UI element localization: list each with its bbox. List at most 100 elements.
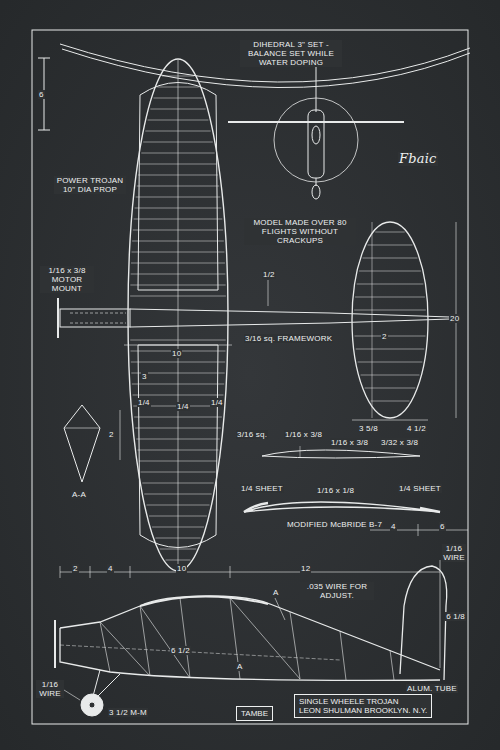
- title-block: SINGLE WHEELE TROJANLEON SHULMAN BROOKLY…: [294, 694, 432, 718]
- rib: [131, 274, 226, 275]
- part-name: 1/4 SHEET: [398, 484, 442, 493]
- leader: [268, 280, 269, 306]
- rib: [160, 549, 197, 550]
- front-motor: [312, 126, 320, 144]
- sheet-te: [420, 508, 440, 512]
- rubber-motor: [60, 645, 340, 660]
- rib: [132, 252, 225, 253]
- rib: [139, 461, 217, 462]
- fuselage-side: [60, 628, 440, 680]
- rib: [145, 131, 211, 132]
- prop-disc: [274, 98, 358, 182]
- airfoil-mcbride: [244, 502, 440, 512]
- dim-tick: [90, 566, 91, 578]
- dimension: 4: [390, 522, 397, 531]
- front-wheel: [312, 185, 320, 199]
- leader: [440, 560, 441, 668]
- dimension: 6 1/2: [170, 646, 191, 655]
- note: POWER TROJAN 10" DIA PROP: [54, 176, 126, 194]
- dim-tick: [130, 566, 131, 578]
- rib: [140, 164, 217, 165]
- rib: [142, 483, 213, 484]
- dim-line: [120, 410, 121, 460]
- dimension: 1/4: [210, 398, 224, 407]
- part-size: 1/16 x 1/8: [316, 486, 355, 495]
- dimension: 3: [141, 372, 148, 381]
- title-tag: TAMBE: [236, 706, 273, 721]
- rib: [153, 98, 202, 99]
- rib: [355, 297, 425, 298]
- dimension: 6: [38, 90, 45, 99]
- rubber-motor: [70, 313, 126, 314]
- rib: [134, 417, 222, 418]
- rib: [166, 560, 191, 561]
- leader: [64, 690, 80, 700]
- rib: [361, 375, 420, 376]
- rib: [141, 153, 214, 154]
- dimension: 3 5/8: [358, 424, 379, 433]
- dimension: 2: [72, 564, 79, 573]
- rib: [356, 349, 425, 350]
- rib: [371, 401, 410, 402]
- dim-tick: [38, 130, 50, 131]
- rib: [136, 197, 221, 198]
- rib: [149, 516, 207, 517]
- rib: [368, 245, 413, 246]
- dim-line: [60, 572, 440, 573]
- dimension: 2: [108, 430, 115, 439]
- note: DIHEDRAL 3" SET - BALANCE SET WHILE WATE…: [240, 40, 342, 67]
- rib: [132, 384, 224, 385]
- dimension: 12: [300, 564, 311, 573]
- stab-spar: [372, 222, 373, 418]
- wheel: [81, 694, 103, 716]
- rib: [138, 175, 218, 176]
- border: [32, 30, 468, 724]
- rib: [365, 388, 416, 389]
- part-size: 3/32 x 3/8: [380, 438, 419, 447]
- section-mark: A: [272, 588, 280, 597]
- rib: [355, 336, 426, 337]
- dimension: 6: [439, 522, 446, 531]
- rib: [131, 362, 225, 363]
- rib: [152, 527, 204, 528]
- dimension: 1/2: [262, 270, 276, 279]
- rib: [141, 472, 216, 473]
- rib: [354, 310, 426, 311]
- spar: [300, 446, 301, 458]
- dimension: 20: [449, 314, 460, 323]
- part-size: 1/16 x 3/8: [284, 430, 323, 439]
- dim-tick: [418, 524, 419, 536]
- rib: [130, 340, 226, 341]
- section-mark: A: [236, 662, 244, 671]
- rib: [132, 241, 224, 242]
- author-text: LEON SHULMAN BROOKLYN. N.Y.: [299, 706, 427, 715]
- part-name: 1/4 SHEET: [240, 484, 284, 493]
- dimension: 4 1/2: [406, 424, 427, 433]
- wing-spar: [178, 60, 179, 570]
- rib: [148, 120, 209, 121]
- front-body: [308, 110, 324, 178]
- front-stab: [228, 121, 404, 123]
- prop: [57, 298, 59, 338]
- section-line: [64, 428, 100, 429]
- rib: [138, 450, 219, 451]
- stabilizer: [352, 222, 428, 418]
- part-name: 3 1/2 M-M: [108, 708, 148, 717]
- rib: [363, 258, 418, 259]
- rib: [131, 263, 225, 264]
- part-size: 1/16 x 3/8: [330, 438, 369, 447]
- rib: [155, 538, 200, 539]
- rib: [134, 219, 223, 220]
- wheel-hub: [89, 702, 95, 708]
- fuselage-side: [60, 596, 440, 670]
- rubber-motor: [70, 323, 126, 324]
- motor-mount: [60, 309, 130, 327]
- signature: Fbaic: [398, 152, 438, 166]
- title-text: TAMBE: [241, 709, 268, 718]
- rib: [136, 439, 219, 440]
- prop-side: [54, 620, 56, 668]
- title-text: SINGLE WHEELE TROJAN: [299, 697, 427, 706]
